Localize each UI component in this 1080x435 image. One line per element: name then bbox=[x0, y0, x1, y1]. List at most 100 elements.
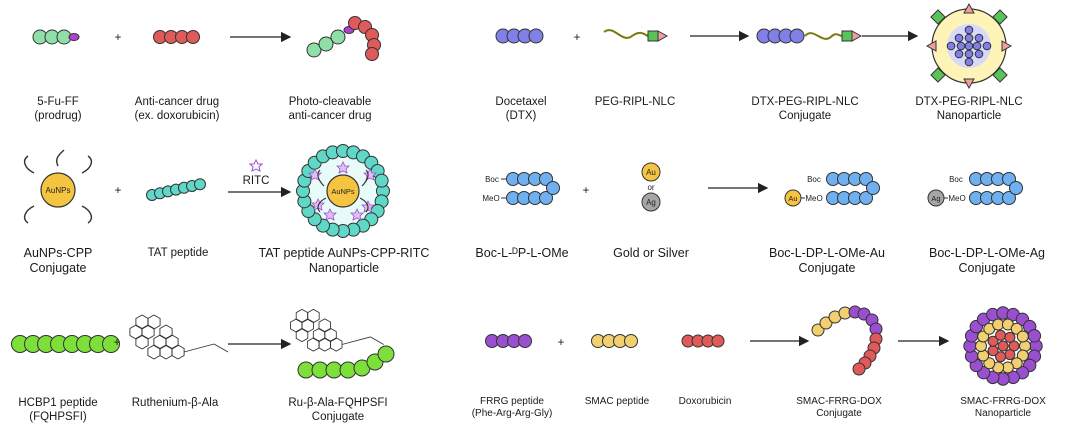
ring bbox=[153, 334, 167, 350]
peptide-bead bbox=[539, 191, 553, 205]
ring bbox=[301, 318, 314, 333]
ritc-star bbox=[323, 208, 337, 221]
docetaxel-bead bbox=[982, 41, 992, 51]
tat-peptide-label: TAT peptide bbox=[147, 247, 209, 259]
plus-sign: + bbox=[582, 185, 590, 197]
ag-text: Ag bbox=[931, 194, 940, 203]
peptide-bead bbox=[859, 191, 873, 205]
docetaxel-bead bbox=[972, 41, 982, 51]
docetaxel-bead bbox=[946, 41, 956, 51]
doxorubicin-bead bbox=[365, 47, 379, 61]
ring bbox=[147, 344, 161, 360]
nlc-triangle bbox=[1001, 40, 1013, 52]
ring bbox=[141, 324, 155, 340]
cpp-strand bbox=[23, 155, 35, 174]
silver-atom bbox=[641, 192, 661, 212]
nlc-triangle bbox=[657, 30, 669, 42]
ring bbox=[159, 324, 173, 340]
hcbp1-label: HCBP1 peptide(FQHPSFI) bbox=[18, 397, 98, 423]
docetaxel-bead bbox=[964, 57, 974, 67]
peg-chain bbox=[603, 29, 649, 39]
peg-ripl-nlc-label: PEG-RIPL-NLC bbox=[594, 96, 676, 108]
ritc-star bbox=[336, 161, 350, 174]
aunps-core-text: AuNPs bbox=[331, 187, 355, 196]
boc-tag: Boc bbox=[949, 175, 963, 184]
ripl-block bbox=[930, 67, 946, 83]
ring bbox=[147, 314, 161, 330]
gold-atom bbox=[641, 162, 661, 182]
docetaxel-bead bbox=[974, 33, 984, 43]
doxorubicin-bead bbox=[711, 334, 725, 348]
ripl-block bbox=[647, 30, 659, 42]
peptide-bead bbox=[546, 181, 560, 195]
doxorubicin-bead bbox=[995, 351, 1007, 363]
docetaxel-bead bbox=[964, 33, 974, 43]
docetaxel-bead bbox=[974, 49, 984, 59]
ripl-block bbox=[992, 9, 1008, 25]
ring bbox=[129, 324, 143, 340]
doxorubicin-bead bbox=[1004, 331, 1016, 343]
nlc-triangle bbox=[963, 2, 975, 14]
plus-sign: + bbox=[573, 32, 581, 44]
ring bbox=[324, 327, 337, 343]
docetaxel-bead bbox=[964, 49, 974, 59]
prodrug-bead bbox=[330, 29, 346, 45]
ag-text: Ag bbox=[646, 198, 656, 207]
doxorubicin-label: Doxorubicin bbox=[678, 396, 732, 407]
boc-tag: Boc bbox=[485, 175, 499, 184]
aunps-core bbox=[326, 174, 360, 208]
linker bbox=[183, 343, 215, 353]
ring bbox=[329, 337, 343, 352]
docetaxel-bead bbox=[956, 41, 966, 51]
docetaxel-bead bbox=[954, 49, 964, 59]
tat-bead bbox=[374, 173, 389, 188]
ring bbox=[290, 318, 303, 333]
cpp-strand bbox=[361, 169, 369, 187]
ritc-star bbox=[350, 208, 364, 221]
linker bbox=[213, 343, 229, 353]
peptide-bead bbox=[1002, 191, 1016, 205]
hcbp1-bead bbox=[102, 335, 120, 353]
cpp-strand bbox=[317, 197, 327, 213]
tat-bead bbox=[194, 178, 206, 191]
ring bbox=[159, 344, 173, 360]
nlc-triangle bbox=[963, 78, 975, 90]
doxorubicin-bead bbox=[995, 329, 1007, 341]
ripl-block bbox=[930, 9, 946, 25]
doxorubicin-bead bbox=[997, 340, 1009, 352]
boc-peptide-label: Boc-L-ᴰP-L-OMe bbox=[475, 246, 569, 260]
prodrug-bead bbox=[318, 36, 334, 52]
ring bbox=[165, 334, 179, 350]
aunps-core-text: AuNPs bbox=[46, 186, 71, 195]
frrg-bead bbox=[518, 334, 532, 348]
cpp-strand bbox=[81, 205, 93, 224]
smac-label: SMAC peptide bbox=[584, 396, 650, 407]
cpp-strand bbox=[55, 149, 65, 167]
hcbp1-bead bbox=[377, 345, 395, 363]
ruthenium-label: Ruthenium-β-Ala bbox=[131, 397, 219, 409]
docetaxel-bead bbox=[954, 33, 964, 43]
docetaxel-bead bbox=[789, 28, 805, 44]
ripl-block bbox=[992, 67, 1008, 83]
ring bbox=[295, 308, 309, 324]
gold-or-silver-label: Gold or Silver bbox=[613, 246, 689, 260]
aunps-core bbox=[40, 172, 76, 208]
conjugate-bead bbox=[819, 316, 833, 330]
ring bbox=[135, 314, 149, 330]
boc-tag: Boc bbox=[807, 175, 821, 184]
doxorubicin-bead bbox=[1004, 349, 1016, 361]
cpp-strand bbox=[317, 169, 325, 187]
ring bbox=[171, 344, 185, 360]
conjugate-bead bbox=[852, 362, 866, 376]
peg-chain bbox=[804, 32, 843, 40]
meo-tag: MeO bbox=[948, 194, 965, 203]
meo-tag: MeO bbox=[482, 194, 499, 203]
meo-tag: MeO bbox=[805, 194, 822, 203]
docetaxel-bead bbox=[964, 41, 974, 51]
plus-sign: + bbox=[113, 337, 121, 349]
nlc-triangle bbox=[925, 40, 937, 52]
